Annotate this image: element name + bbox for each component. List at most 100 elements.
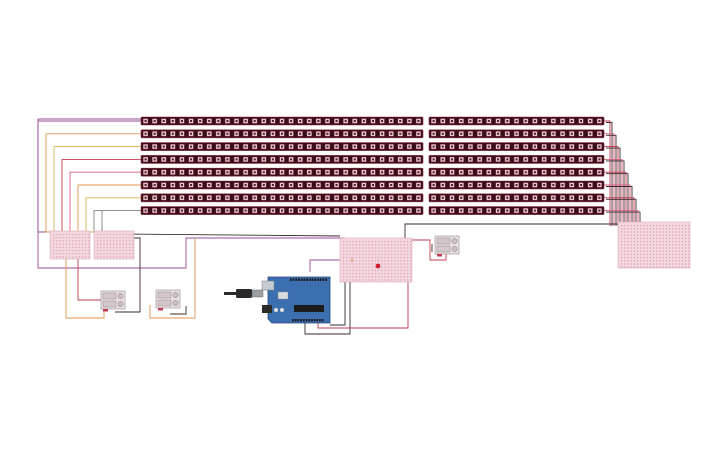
led-chip xyxy=(144,158,147,161)
breadboard-hole xyxy=(659,237,661,239)
breadboard-hole xyxy=(410,276,412,278)
breadboard-hole xyxy=(662,257,664,259)
led-chip xyxy=(570,209,573,212)
breadboard-hole xyxy=(669,247,671,249)
breadboard-hole xyxy=(646,253,648,255)
led-chip xyxy=(390,132,393,135)
breadboard-hole xyxy=(129,246,131,248)
led-strip-segment xyxy=(428,167,605,177)
center-breadboard xyxy=(339,237,413,283)
jack-terminal xyxy=(436,237,451,245)
led-chip xyxy=(271,132,274,135)
breadboard-hole xyxy=(355,263,357,265)
breadboard-hole xyxy=(410,279,412,281)
breadboard-hole xyxy=(75,256,77,258)
led-chip xyxy=(381,196,384,199)
breadboard-hole xyxy=(78,237,80,239)
strip-right-wire xyxy=(604,210,639,226)
breadboard-hole xyxy=(403,260,405,262)
led-chip xyxy=(552,120,555,122)
breadboard-hole xyxy=(368,276,370,278)
led-chip xyxy=(262,209,265,212)
led-chip xyxy=(399,171,402,174)
atmega-chip xyxy=(294,305,324,312)
led-chip xyxy=(217,120,220,122)
led-strip-segment xyxy=(140,155,424,164)
breadboard-hole xyxy=(125,256,127,258)
breadboard-hole xyxy=(349,244,351,246)
breadboard-hole xyxy=(675,250,677,252)
breadboard-hole xyxy=(662,250,664,252)
led-chip xyxy=(362,196,365,199)
breadboard-hole xyxy=(85,243,87,245)
breadboard-hole xyxy=(343,247,345,249)
breadboard-hole xyxy=(391,257,393,259)
breadboard-hole xyxy=(56,243,58,245)
breadboard-hole xyxy=(669,234,671,236)
led-chip xyxy=(515,145,518,148)
breadboard-hole xyxy=(633,231,635,233)
breadboard-hole xyxy=(640,253,642,255)
breadboard-hole xyxy=(649,244,651,246)
breadboard-hole xyxy=(410,263,412,265)
led-chip xyxy=(144,120,147,122)
breadboard-hole xyxy=(643,241,645,243)
jack-screw xyxy=(451,238,458,244)
breadboard-hole xyxy=(391,244,393,246)
led-chip xyxy=(362,209,365,212)
strip-right-wire xyxy=(606,160,625,226)
breadboard-hole xyxy=(119,246,121,248)
breadboard-hole xyxy=(375,276,377,278)
breadboard-hole xyxy=(129,237,131,239)
breadboard-hole xyxy=(675,257,677,259)
breadboard-hole xyxy=(122,237,124,239)
led-chip xyxy=(308,132,311,135)
battery-wire xyxy=(77,258,102,301)
breadboard-hole xyxy=(665,225,667,227)
breadboard-hole xyxy=(365,269,367,271)
breadboard-hole xyxy=(397,266,399,268)
breadboard-hole xyxy=(375,241,377,243)
breadboard-hole xyxy=(116,246,118,248)
breadboard-hole xyxy=(630,241,632,243)
breadboard-hole xyxy=(116,243,118,245)
led-chip xyxy=(281,145,283,148)
breadboard-hole xyxy=(349,273,351,275)
breadboard-hole xyxy=(403,269,405,271)
breadboard-hole xyxy=(78,253,80,255)
breadboard-hole xyxy=(681,241,683,243)
led-strip-segment xyxy=(140,142,424,151)
led-chip xyxy=(326,145,329,148)
breadboard-hole xyxy=(122,234,124,236)
led-strip-segment xyxy=(428,129,605,139)
breadboard-hole xyxy=(368,247,370,249)
breadboard-hole xyxy=(365,250,367,252)
breadboard-hole xyxy=(343,279,345,281)
breadboard-hole xyxy=(669,260,671,262)
breadboard-hole xyxy=(381,276,383,278)
led-chip xyxy=(451,196,454,199)
led-chip xyxy=(478,196,481,199)
led-chip xyxy=(515,209,518,212)
led-chip xyxy=(162,171,165,174)
breadboard-hole xyxy=(65,240,67,242)
led-chip xyxy=(226,196,229,199)
led-chip xyxy=(589,132,592,135)
led-chip xyxy=(253,145,256,148)
breadboard-hole xyxy=(362,257,364,259)
breadboard-hole xyxy=(672,237,674,239)
led-chip xyxy=(417,158,420,161)
led-chip xyxy=(235,158,238,161)
led-chip xyxy=(262,184,265,186)
arduino-pcb xyxy=(267,276,331,324)
breadboard-hole xyxy=(649,237,651,239)
led-chip xyxy=(281,184,283,186)
breadboard-hole xyxy=(362,273,364,275)
power-jack-3 xyxy=(434,235,460,257)
breadboard-hole xyxy=(675,247,677,249)
breadboard-hole xyxy=(97,253,99,255)
breadboard-hole xyxy=(627,225,629,227)
breadboard-hole xyxy=(371,273,373,275)
led-chip xyxy=(487,145,490,148)
breadboard-hole xyxy=(407,279,409,281)
